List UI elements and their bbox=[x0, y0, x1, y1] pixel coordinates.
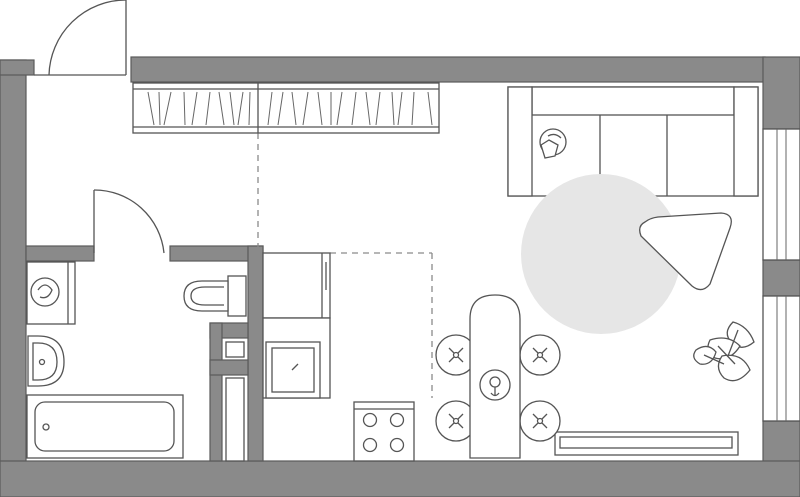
bathtub bbox=[26, 394, 184, 459]
stove bbox=[353, 401, 415, 462]
cat-icon bbox=[539, 128, 567, 159]
chair bbox=[519, 334, 561, 376]
coffee-table bbox=[639, 212, 732, 291]
dining-set bbox=[435, 294, 561, 459]
utility-shaft bbox=[225, 377, 245, 462]
wall-bath-top-left bbox=[25, 245, 95, 262]
bathroom-door bbox=[93, 189, 165, 254]
walls bbox=[0, 56, 800, 497]
wall-left-stub bbox=[0, 59, 35, 76]
wall-right-mid bbox=[762, 259, 800, 297]
tv-console bbox=[554, 431, 739, 456]
zone-dividers bbox=[257, 133, 433, 398]
round-rug bbox=[521, 174, 681, 334]
wall-shaft-left bbox=[209, 322, 223, 462]
wall-bath-kitchen bbox=[247, 245, 264, 462]
toilet bbox=[183, 275, 247, 317]
window-lower bbox=[762, 295, 800, 422]
fridge bbox=[262, 252, 331, 319]
wall-top bbox=[130, 56, 766, 83]
bathroom bbox=[26, 261, 247, 459]
kitchen bbox=[262, 252, 415, 462]
plant-icon bbox=[693, 321, 755, 382]
wall-outer-left bbox=[0, 59, 27, 497]
wall-shaft-mid bbox=[209, 359, 249, 376]
chair bbox=[519, 400, 561, 442]
washbasin bbox=[27, 335, 65, 387]
table-decor bbox=[479, 369, 511, 401]
window-upper bbox=[762, 128, 800, 261]
wardrobe bbox=[132, 82, 440, 134]
wall-right-top bbox=[762, 56, 800, 130]
kitchen-sink bbox=[265, 341, 321, 399]
chair bbox=[435, 400, 477, 442]
ventilation-shaft bbox=[225, 341, 245, 358]
wall-bottom bbox=[0, 460, 800, 497]
entry-door bbox=[34, 0, 127, 76]
washing-machine bbox=[26, 261, 76, 325]
